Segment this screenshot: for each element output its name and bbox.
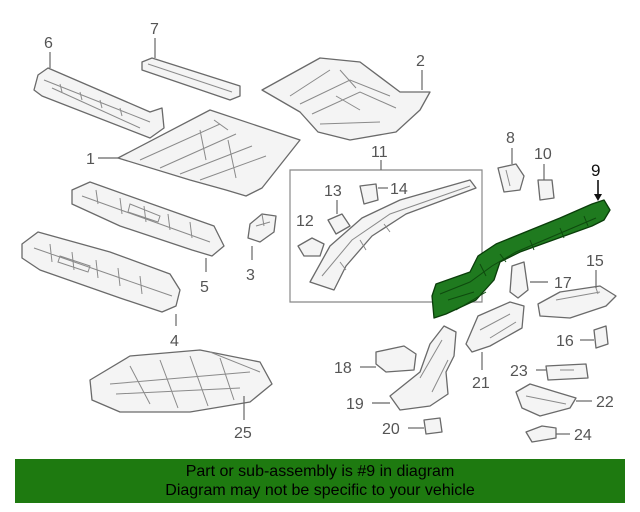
part-18-shape bbox=[375, 345, 417, 373]
label-2: 2 bbox=[416, 53, 425, 70]
part-13-shape bbox=[327, 213, 351, 235]
part-15-shape bbox=[537, 285, 617, 319]
label-17: 17 bbox=[554, 275, 572, 292]
part-11-shape bbox=[309, 179, 477, 291]
label-21: 21 bbox=[472, 375, 490, 392]
part-19-shape bbox=[389, 325, 457, 411]
parts-diagram: 6 7 2 1 11 8 10 9 13 14 12 3 5 15 17 4 1… bbox=[21, 21, 617, 444]
banner-line-1: Part or sub-assembly is #9 in diagram bbox=[185, 463, 455, 480]
part-25-shape bbox=[89, 349, 273, 413]
part-24-shape bbox=[525, 425, 557, 443]
part-3-shape bbox=[247, 213, 277, 243]
part-9-shape bbox=[431, 199, 611, 319]
label-19: 19 bbox=[346, 396, 364, 413]
label-23: 23 bbox=[510, 363, 528, 380]
part-12-shape bbox=[297, 237, 325, 257]
label-1: 1 bbox=[86, 151, 95, 168]
part-10-shape bbox=[537, 179, 555, 201]
label-9: 9 bbox=[591, 161, 600, 180]
part-1-shape bbox=[117, 109, 301, 197]
label-6: 6 bbox=[44, 35, 53, 52]
label-8: 8 bbox=[506, 130, 515, 147]
part-20-shape bbox=[423, 417, 443, 435]
label-14: 14 bbox=[390, 181, 408, 198]
part-8-shape bbox=[497, 163, 525, 193]
label-5: 5 bbox=[200, 279, 209, 296]
notice-banner: Part or sub-assembly is #9 in diagram Di… bbox=[15, 459, 625, 503]
label-22: 22 bbox=[596, 394, 614, 411]
part-21-shape bbox=[465, 301, 525, 353]
label-20: 20 bbox=[382, 421, 400, 438]
part-7-shape bbox=[141, 57, 241, 101]
label-18: 18 bbox=[334, 360, 352, 377]
part-16-shape bbox=[593, 325, 609, 349]
part-2-shape bbox=[261, 57, 431, 141]
part-6-shape bbox=[33, 67, 165, 139]
part-4-shape bbox=[21, 231, 181, 313]
part-22-shape bbox=[515, 383, 577, 417]
label-15: 15 bbox=[586, 253, 604, 270]
part-11-box bbox=[289, 169, 483, 303]
label-7: 7 bbox=[150, 21, 159, 38]
part-5-shape bbox=[71, 181, 225, 257]
label-16: 16 bbox=[556, 333, 574, 350]
label-12: 12 bbox=[296, 213, 314, 230]
label-10: 10 bbox=[534, 146, 552, 163]
label-11: 11 bbox=[371, 144, 388, 161]
part-17-shape bbox=[509, 261, 529, 299]
part-23-shape bbox=[545, 363, 589, 381]
label-4: 4 bbox=[170, 333, 179, 350]
label-24: 24 bbox=[574, 427, 592, 444]
label-25: 25 bbox=[234, 425, 252, 442]
label-13: 13 bbox=[324, 183, 342, 200]
part-14-shape bbox=[359, 183, 379, 205]
label-3: 3 bbox=[246, 267, 255, 284]
banner-line-2: Diagram may not be specific to your vehi… bbox=[165, 482, 475, 499]
